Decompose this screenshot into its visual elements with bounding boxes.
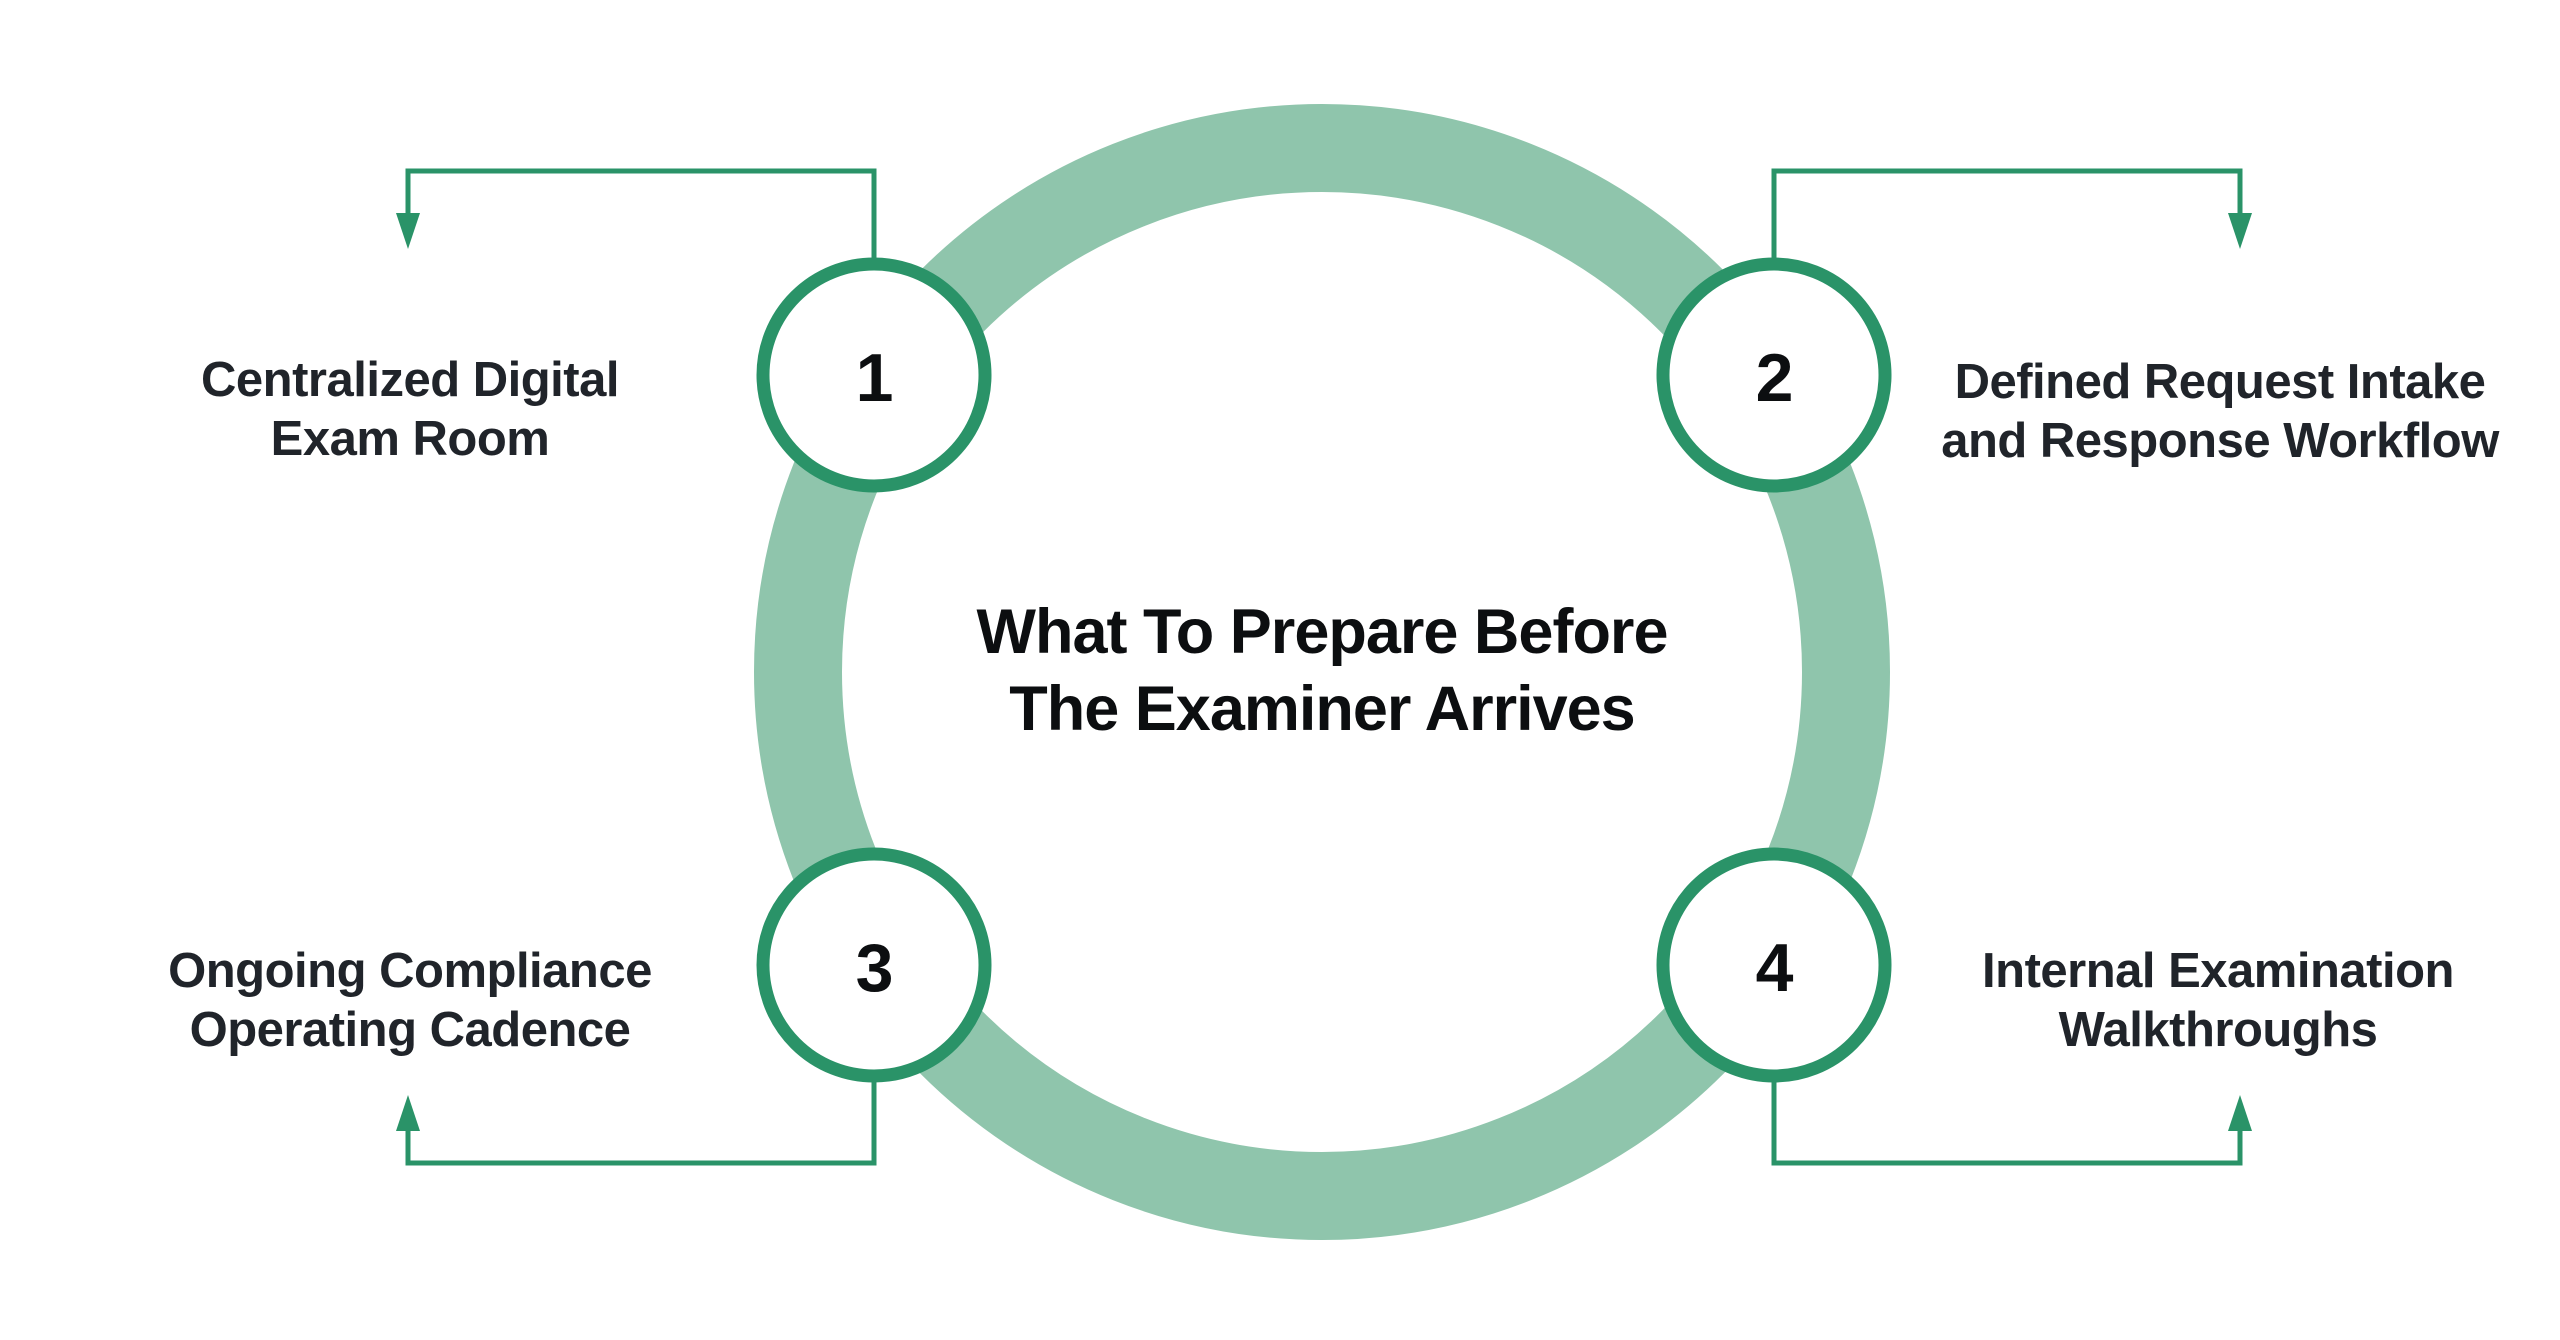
node-circle-4 <box>1656 847 1892 1083</box>
node-label-centralized-digital-exam-room: Centralized Digital Exam Room <box>90 351 730 469</box>
node-label-line: Internal Examination <box>1982 944 2454 998</box>
node-number-4: 4 <box>1755 930 1794 1006</box>
node-label-ongoing-compliance-cadence: Ongoing Compliance Operating Cadence <box>90 942 730 1060</box>
diagram-title: What To Prepare Before The Examiner Arri… <box>772 594 1872 748</box>
connector-bottom-left <box>405 1078 877 1166</box>
arrow-up-icon <box>2228 1095 2252 1131</box>
node-label-line: Walkthroughs <box>2058 1003 2378 1057</box>
diagram-title-line-1: What To Prepare Before <box>976 597 1669 667</box>
node-label-line: and Response Workflow <box>1941 414 2499 468</box>
node-label-defined-request-intake-workflow: Defined Request Intake and Response Work… <box>1900 353 2540 471</box>
node-number-2: 2 <box>1755 340 1794 416</box>
arrow-down-icon <box>2228 213 2252 249</box>
node-label-line: Defined Request Intake <box>1954 355 2486 409</box>
connector-bottom-right <box>1771 1078 2243 1166</box>
node-label-line: Exam Room <box>270 412 550 466</box>
node-label-line: Ongoing Compliance <box>168 944 652 998</box>
node-label-internal-examination-walkthroughs: Internal Examination Walkthroughs <box>1898 942 2538 1060</box>
node-circle-1 <box>756 257 992 493</box>
connector-top-right <box>1771 168 2243 262</box>
node-number-1: 1 <box>855 340 894 416</box>
cycle-ring <box>754 104 1890 1240</box>
node-number-3: 3 <box>855 930 894 1006</box>
node-circle-2 <box>1656 257 1892 493</box>
connector-top-left <box>405 168 877 262</box>
node-label-line: Centralized Digital <box>201 353 619 407</box>
node-label-line: Operating Cadence <box>189 1003 631 1057</box>
node-circle-3 <box>756 847 992 1083</box>
arrow-down-icon <box>396 213 420 249</box>
diagram-title-line-2: The Examiner Arrives <box>1009 674 1635 744</box>
arrow-up-icon <box>396 1095 420 1131</box>
